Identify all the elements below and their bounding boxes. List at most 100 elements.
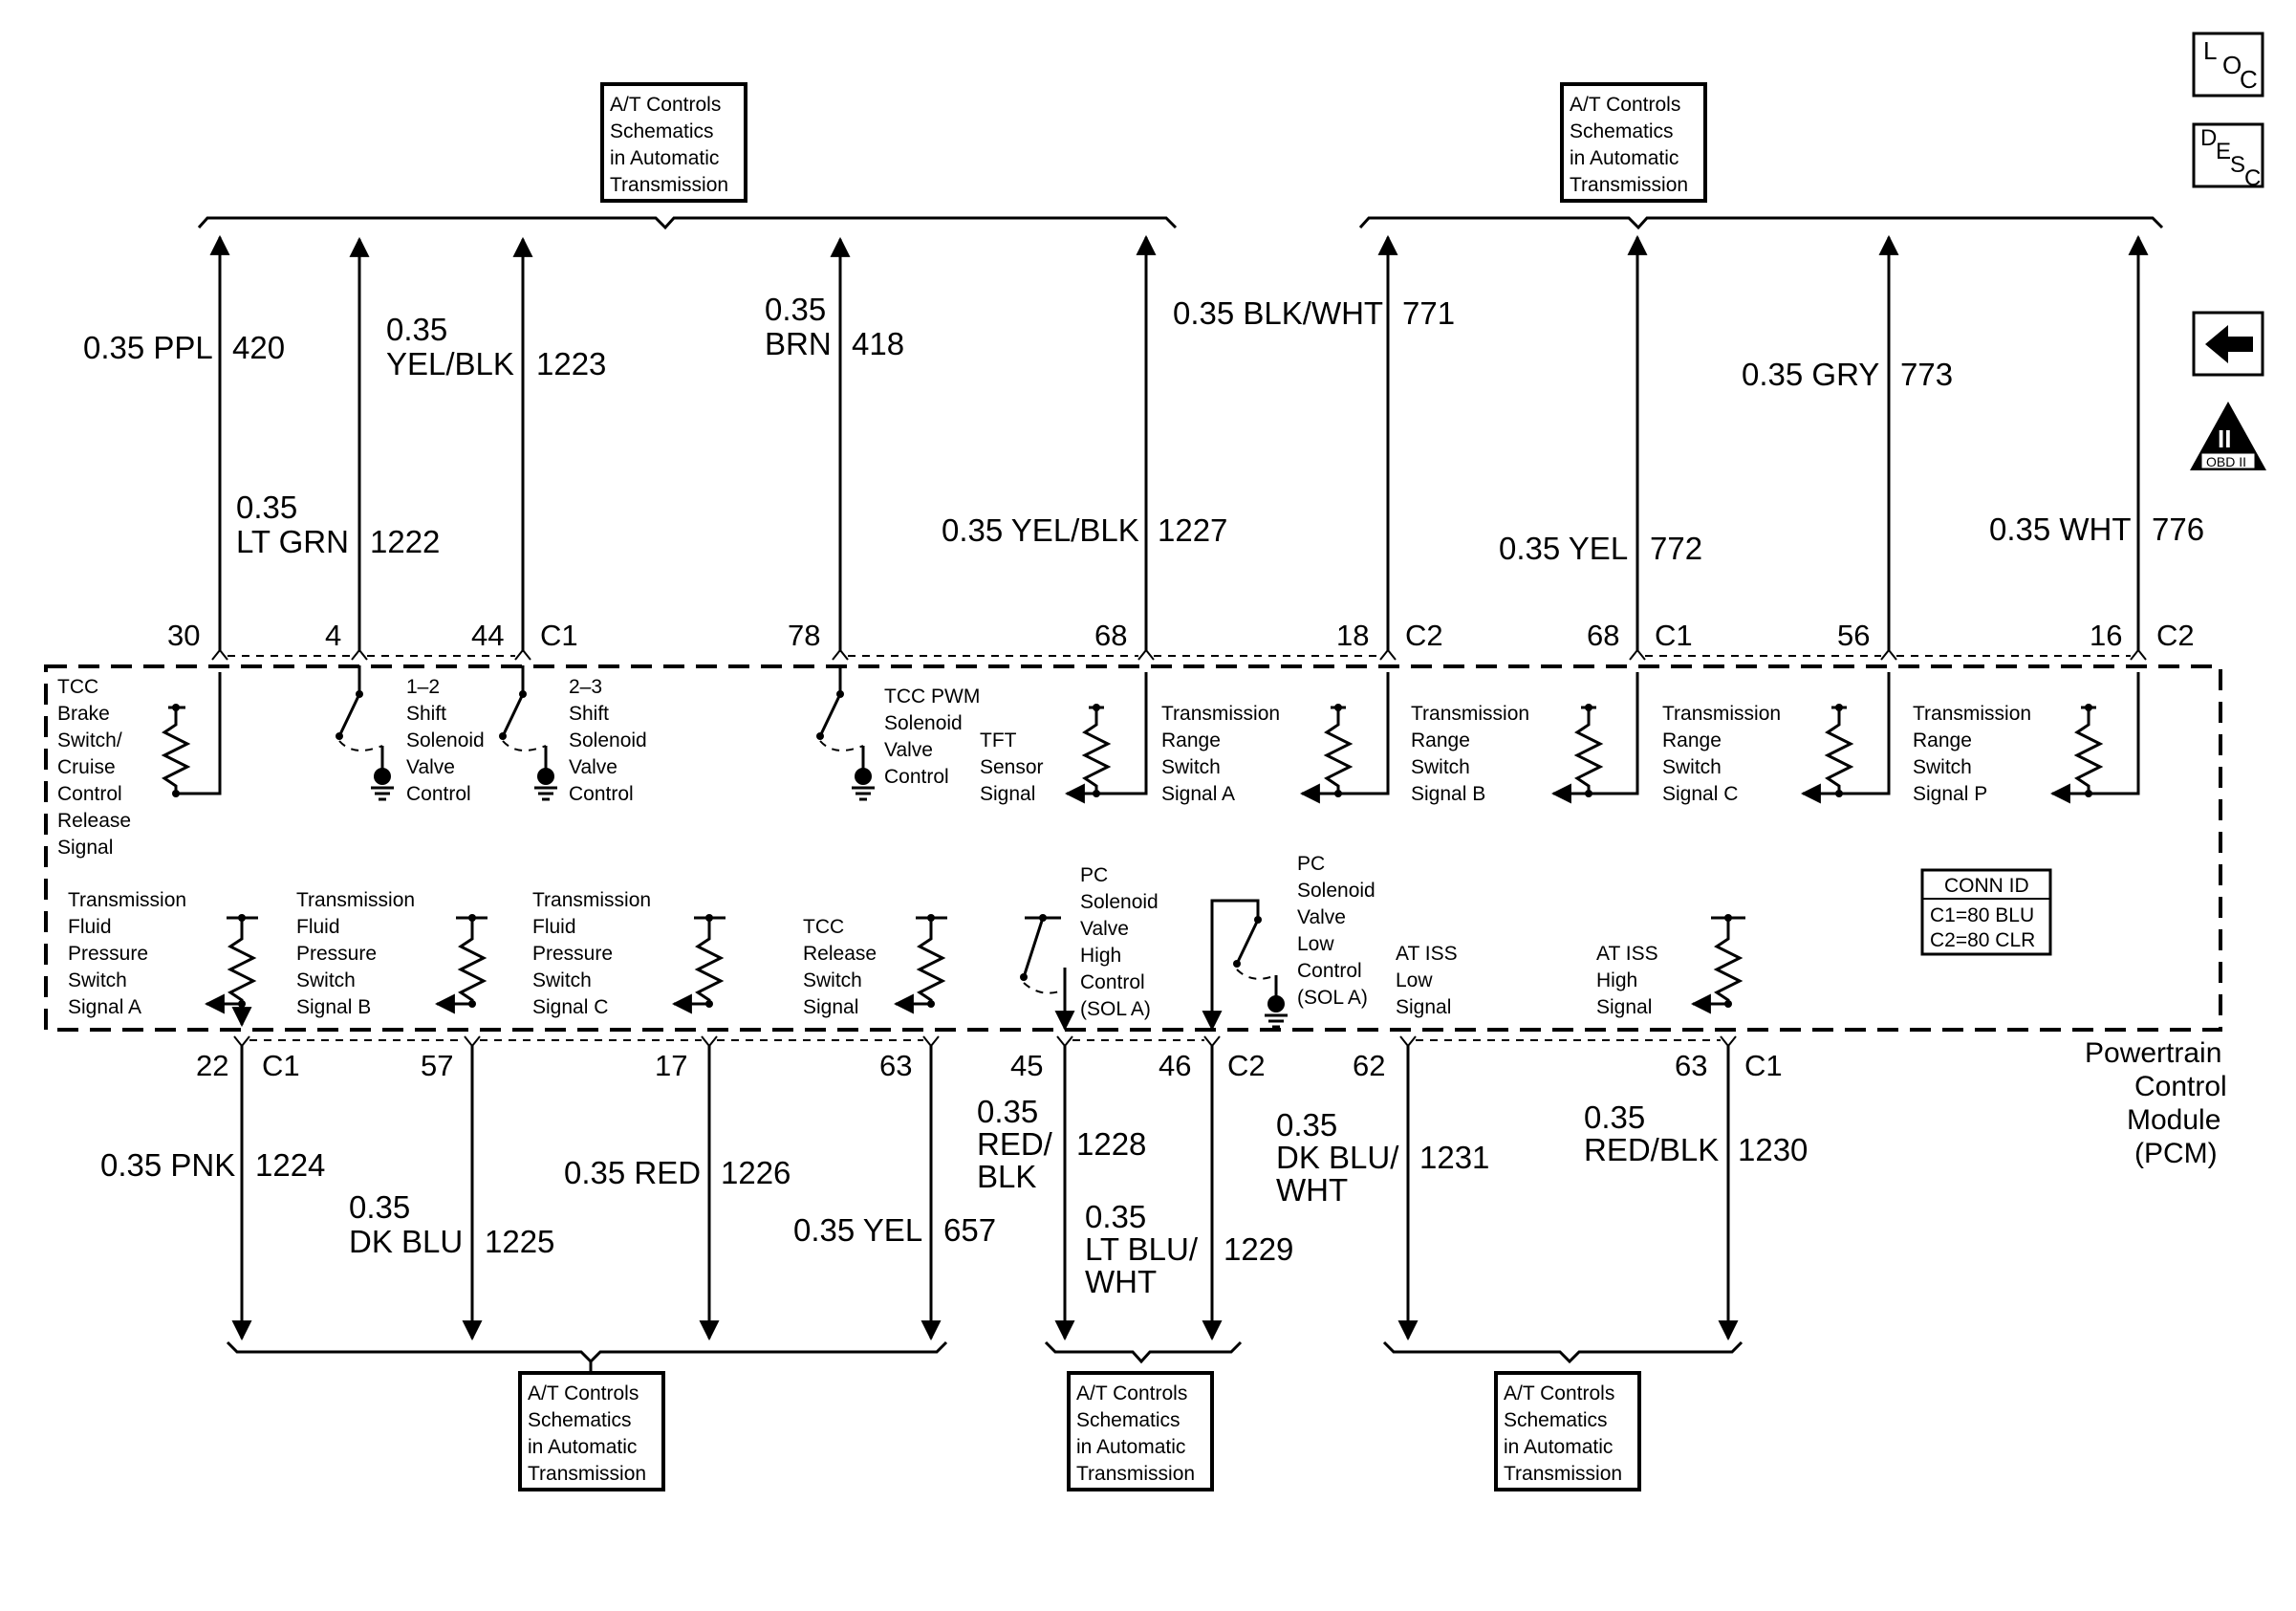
tfp-switch-c[interactable]: Transmission Fluid Pressure Switch Signa… bbox=[532, 889, 726, 1018]
svg-text:Transmission: Transmission bbox=[1913, 703, 2031, 725]
svg-text:Switch: Switch bbox=[803, 969, 862, 991]
shift-12-solenoid[interactable]: 1–2 Shift Solenoid Valve Control bbox=[336, 665, 485, 805]
tcc-pwm-solenoid[interactable]: TCC PWM Solenoid Valve Control bbox=[816, 665, 980, 801]
svg-text:Solenoid: Solenoid bbox=[1080, 891, 1159, 913]
pc-solenoid-high[interactable]: PC Solenoid Valve High Control (SOL A) bbox=[1020, 864, 1159, 1032]
svg-text:Signal: Signal bbox=[57, 837, 113, 859]
svg-text:Signal: Signal bbox=[803, 996, 858, 1018]
svg-text:Fluid: Fluid bbox=[68, 916, 112, 938]
svg-text:16: 16 bbox=[2090, 619, 2122, 652]
pc-solenoid-low[interactable]: PC Solenoid Valve Low Control (SOL A) bbox=[1202, 853, 1375, 1032]
svg-text:773: 773 bbox=[1900, 357, 1953, 392]
svg-text:Schematics: Schematics bbox=[1076, 1409, 1180, 1431]
svg-text:62: 62 bbox=[1353, 1049, 1385, 1082]
svg-text:Transmission: Transmission bbox=[528, 1463, 646, 1485]
ref-box-bottom-mid[interactable] bbox=[1067, 1371, 1214, 1491]
top-left-ref-group: A/T Controls Schematics in Automatic Tra… bbox=[197, 82, 1178, 230]
svg-text:RED/BLK: RED/BLK bbox=[1584, 1132, 1719, 1167]
top-pin-chevrons bbox=[211, 648, 2147, 661]
range-switch-b[interactable]: Transmission Range Switch Signal B bbox=[1411, 672, 1639, 805]
svg-text:II: II bbox=[2218, 425, 2231, 453]
svg-text:0.35 YEL: 0.35 YEL bbox=[793, 1212, 922, 1248]
svg-text:Brake: Brake bbox=[57, 703, 110, 725]
svg-text:Pressure: Pressure bbox=[532, 943, 613, 965]
svg-text:Solenoid: Solenoid bbox=[406, 729, 485, 751]
svg-text:Release: Release bbox=[803, 943, 877, 965]
svg-text:1–2: 1–2 bbox=[406, 676, 440, 698]
svg-text:A/T Controls: A/T Controls bbox=[610, 94, 721, 116]
svg-text:YEL/BLK: YEL/BLK bbox=[386, 346, 514, 381]
svg-text:Solenoid: Solenoid bbox=[1297, 880, 1375, 902]
svg-text:WHT: WHT bbox=[1085, 1264, 1157, 1299]
svg-text:0.35: 0.35 bbox=[765, 292, 826, 327]
tft-sensor[interactable]: TFT Sensor Signal bbox=[980, 672, 1148, 805]
svg-text:Range: Range bbox=[1161, 729, 1221, 751]
svg-text:0.35 RED: 0.35 RED bbox=[564, 1155, 701, 1190]
at-iss-low[interactable]: AT ISS Low Signal bbox=[1396, 943, 1458, 1018]
tfp-switch-a[interactable]: Transmission Fluid Pressure Switch Signa… bbox=[68, 889, 258, 1028]
svg-text:Range: Range bbox=[1411, 729, 1470, 751]
svg-text:Transmission: Transmission bbox=[1411, 703, 1529, 725]
svg-text:Transmission: Transmission bbox=[532, 889, 651, 911]
svg-text:Solenoid: Solenoid bbox=[884, 712, 963, 734]
svg-text:Range: Range bbox=[1662, 729, 1722, 751]
at-iss-high[interactable]: AT ISS High Signal bbox=[1596, 914, 1745, 1018]
svg-text:Low: Low bbox=[1297, 933, 1334, 955]
desc-button[interactable]: D E S C bbox=[2192, 122, 2264, 191]
svg-text:High: High bbox=[1080, 945, 1121, 967]
svg-text:A/T Controls: A/T Controls bbox=[528, 1382, 639, 1404]
svg-text:Schematics: Schematics bbox=[1570, 120, 1674, 142]
range-switch-c[interactable]: Transmission Range Switch Signal C bbox=[1662, 672, 1891, 805]
svg-text:Switch/: Switch/ bbox=[57, 729, 122, 751]
svg-text:Transmission: Transmission bbox=[1570, 174, 1688, 196]
svg-text:Control: Control bbox=[57, 783, 122, 805]
svg-text:in Automatic: in Automatic bbox=[528, 1436, 637, 1458]
svg-text:Control: Control bbox=[569, 783, 634, 805]
svg-text:68: 68 bbox=[1094, 619, 1127, 652]
tcc-release-switch[interactable]: TCC Release Switch Signal bbox=[803, 914, 947, 1018]
ref-box-bottom-right[interactable] bbox=[1494, 1371, 1641, 1491]
svg-text:0.35 BLK/WHT: 0.35 BLK/WHT bbox=[1173, 295, 1383, 331]
pcm-boundary bbox=[44, 664, 2222, 1032]
obd-ii-button[interactable]: II OBD II bbox=[2190, 402, 2266, 470]
svg-text:1231: 1231 bbox=[1419, 1140, 1489, 1175]
svg-text:in Automatic: in Automatic bbox=[1504, 1436, 1613, 1458]
tcc-brake-switch[interactable]: TCC Brake Switch/ Cruise Control Release… bbox=[57, 672, 222, 859]
svg-text:L: L bbox=[2203, 36, 2217, 65]
ref-box-bottom-left[interactable] bbox=[518, 1371, 665, 1491]
svg-text:PC: PC bbox=[1297, 853, 1325, 875]
svg-text:AT ISS: AT ISS bbox=[1396, 943, 1458, 965]
svg-text:Switch: Switch bbox=[1161, 756, 1221, 778]
svg-text:Control: Control bbox=[1297, 960, 1362, 982]
shift-23-solenoid[interactable]: 2–3 Shift Solenoid Valve Control bbox=[499, 665, 647, 805]
svg-text:(SOL A): (SOL A) bbox=[1297, 987, 1368, 1009]
bottom-right-ref-group: A/T Controls Schematics in Automatic Tra… bbox=[1382, 1340, 1744, 1491]
svg-text:4: 4 bbox=[325, 619, 341, 652]
svg-text:Fluid: Fluid bbox=[532, 916, 576, 938]
svg-text:1230: 1230 bbox=[1738, 1132, 1808, 1167]
svg-text:DK BLU: DK BLU bbox=[349, 1224, 463, 1259]
svg-text:C2: C2 bbox=[1227, 1049, 1266, 1082]
back-button[interactable] bbox=[2192, 311, 2264, 377]
svg-text:Transmission: Transmission bbox=[296, 889, 415, 911]
svg-text:Signal A: Signal A bbox=[1161, 783, 1235, 805]
conn-id-box: CONN ID C1=80 BLU C2=80 CLR bbox=[1920, 868, 2052, 956]
svg-text:Powertrain: Powertrain bbox=[2085, 1037, 2221, 1069]
svg-text:C1: C1 bbox=[262, 1049, 300, 1082]
svg-text:Signal P: Signal P bbox=[1913, 783, 1987, 805]
range-switch-p[interactable]: Transmission Range Switch Signal P bbox=[1913, 672, 2140, 805]
svg-text:Solenoid: Solenoid bbox=[569, 729, 647, 751]
range-switch-a[interactable]: Transmission Range Switch Signal A bbox=[1161, 672, 1390, 805]
svg-text:657: 657 bbox=[943, 1212, 996, 1248]
svg-text:1226: 1226 bbox=[721, 1155, 791, 1190]
svg-text:AT ISS: AT ISS bbox=[1596, 943, 1658, 965]
tfp-switch-b[interactable]: Transmission Fluid Pressure Switch Signa… bbox=[296, 889, 487, 1018]
svg-text:78: 78 bbox=[788, 619, 820, 652]
svg-text:Control: Control bbox=[2134, 1071, 2227, 1102]
bottom-pin-chevrons bbox=[233, 1035, 1737, 1048]
ref-box-top-right[interactable] bbox=[1560, 82, 1707, 203]
loc-button[interactable]: L O C bbox=[2192, 32, 2264, 98]
ref-box-top-left[interactable] bbox=[600, 82, 747, 203]
svg-text:C2=80 CLR: C2=80 CLR bbox=[1930, 929, 2035, 951]
svg-text:46: 46 bbox=[1159, 1049, 1191, 1082]
